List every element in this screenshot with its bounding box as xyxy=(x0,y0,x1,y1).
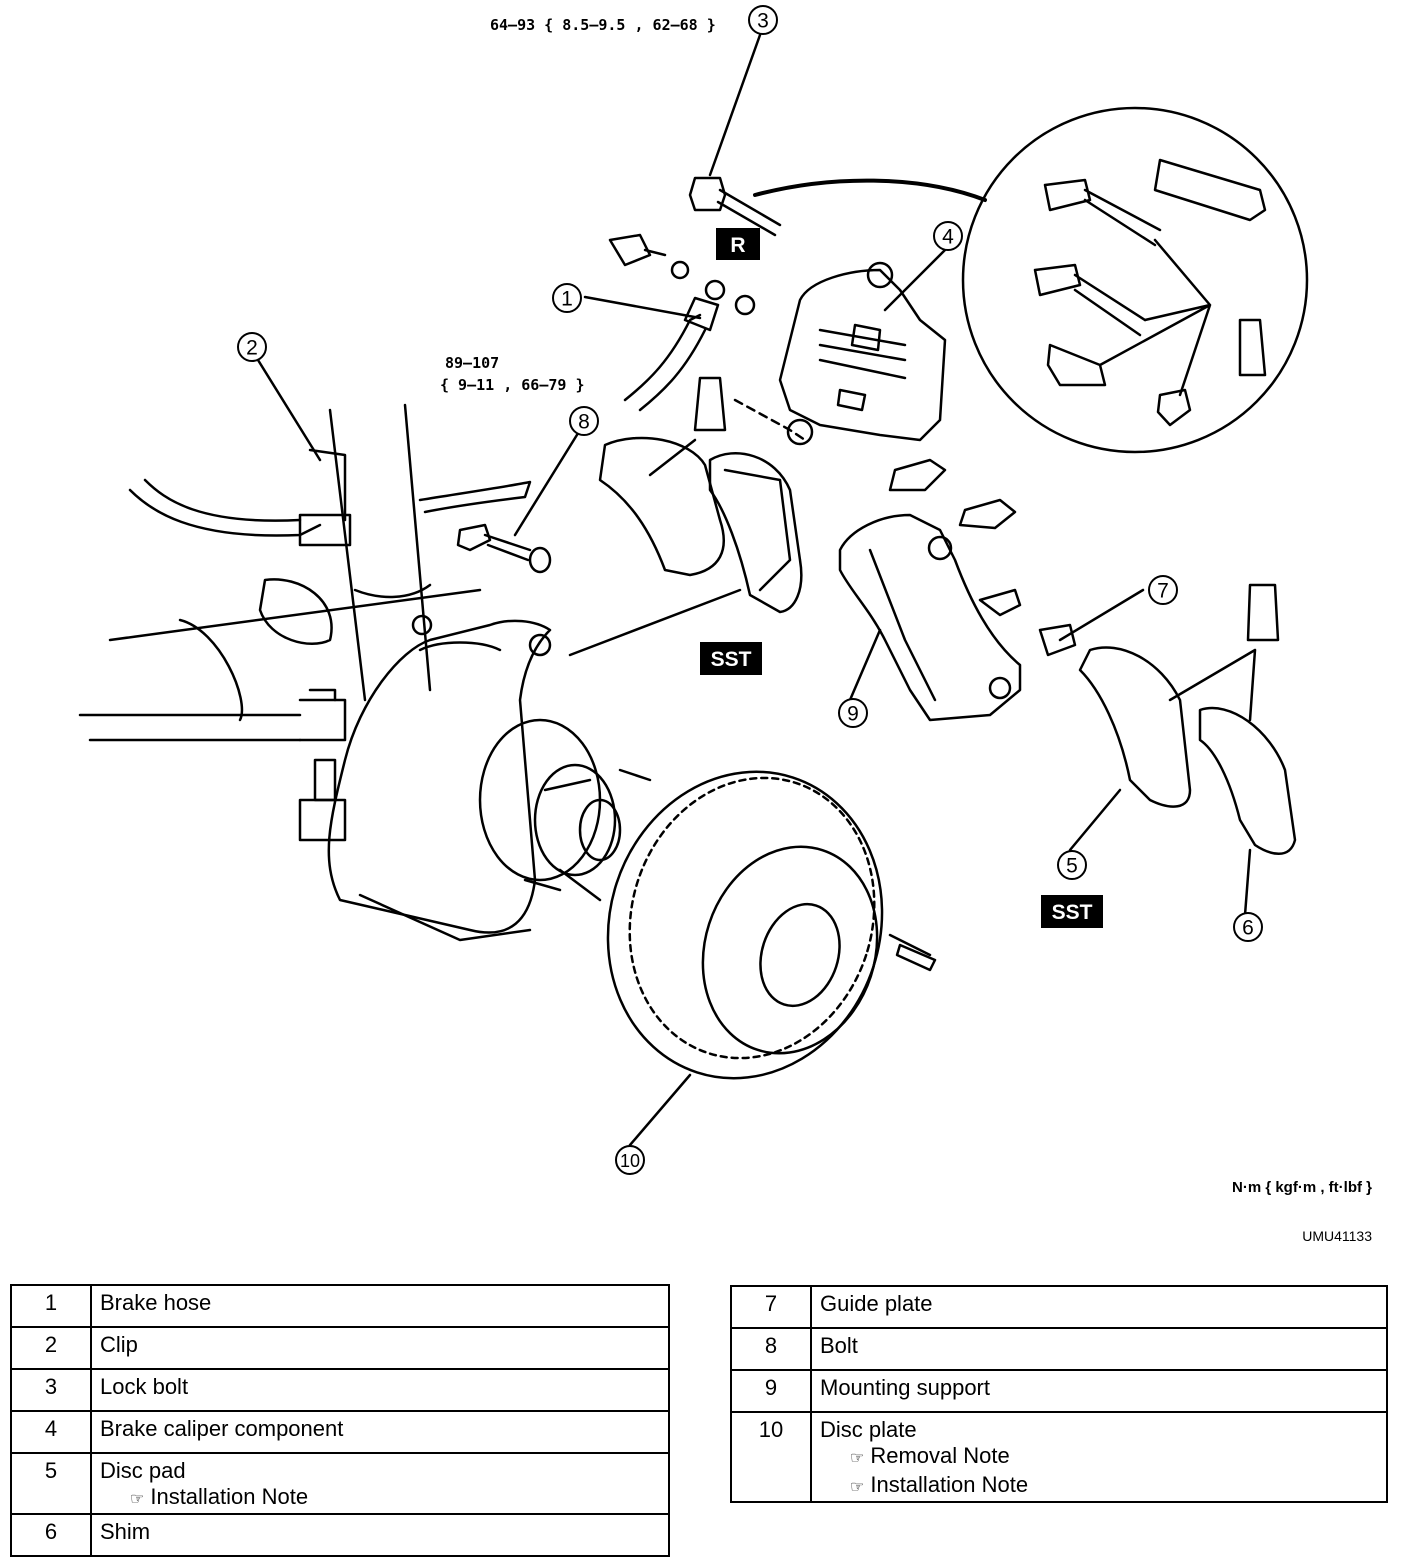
part-name: Brake hose xyxy=(90,1284,670,1328)
part-name: Guide plate xyxy=(810,1285,1388,1329)
installation-note-link[interactable]: ☞ Installation Note xyxy=(100,1484,660,1513)
note-pointer-icon: ☞ xyxy=(850,1450,865,1467)
part-number: 9 xyxy=(730,1369,812,1413)
installation-note-link[interactable]: ☞ Installation Note xyxy=(820,1472,1378,1501)
wheel-hub xyxy=(478,718,652,902)
part-number: 2 xyxy=(10,1326,92,1370)
strut-assembly xyxy=(78,403,532,842)
callout-6: 6 xyxy=(1242,917,1254,940)
part-name-with-note: Disc plate ☞ Removal Note ☞ Installation N… xyxy=(810,1411,1388,1503)
part-name: Disc plate xyxy=(820,1417,917,1442)
callout-10: 10 xyxy=(620,1151,640,1171)
disc-pad-inner xyxy=(598,436,803,614)
torque-spec-bolt-line1: 89—107 xyxy=(445,354,499,372)
disc-plate xyxy=(606,770,937,1080)
part-number: 8 xyxy=(730,1327,812,1371)
callout-1: 1 xyxy=(561,288,573,311)
brake-caliper xyxy=(778,261,947,446)
part-name: Brake caliper component xyxy=(90,1410,670,1454)
note-pointer-icon: ☞ xyxy=(850,1479,865,1496)
lock-bolt xyxy=(688,176,782,237)
parts-table-right: 7 Guide plate 8 Bolt 9 Mounting support … xyxy=(730,1285,1388,1503)
callout-5: 5 xyxy=(1066,855,1078,878)
table-row: 1 Brake hose xyxy=(10,1284,670,1328)
disc-pad-outer xyxy=(1078,646,1297,855)
brake-hose xyxy=(608,233,756,412)
part-name: Mounting support xyxy=(810,1369,1388,1413)
tag-sst-inner: SST xyxy=(711,648,752,671)
part-name: Disc pad xyxy=(100,1458,186,1483)
tag-replace: R xyxy=(730,234,745,257)
part-number: 5 xyxy=(10,1452,92,1515)
part-name: Clip xyxy=(90,1326,670,1370)
callout-8: 8 xyxy=(578,411,590,434)
table-row: 5 Disc pad ☞ Installation Note xyxy=(10,1452,670,1515)
parts-table-left: 1 Brake hose 2 Clip 3 Lock bolt 4 Brake … xyxy=(10,1284,670,1557)
table-row: 2 Clip xyxy=(10,1326,670,1370)
mounting-support xyxy=(838,513,1022,722)
part-number: 4 xyxy=(10,1410,92,1454)
removal-note-link[interactable]: ☞ Removal Note xyxy=(820,1443,1378,1472)
callout-9: 9 xyxy=(847,703,859,726)
callout-2: 2 xyxy=(246,337,258,360)
note-pointer-icon: ☞ xyxy=(130,1491,145,1508)
part-name-with-note: Disc pad ☞ Installation Note xyxy=(90,1452,670,1515)
part-number: 7 xyxy=(730,1285,812,1329)
torque-spec-bolt-line2: { 9—11 , 66—79 } xyxy=(440,376,585,394)
figure-code: UMU41133 xyxy=(1302,1228,1372,1244)
callout-3: 3 xyxy=(757,10,769,33)
table-row: 9 Mounting support xyxy=(730,1369,1388,1413)
table-row: 4 Brake caliper component xyxy=(10,1410,670,1454)
steering-knuckle xyxy=(327,614,552,942)
note-label: Installation Note xyxy=(150,1484,309,1509)
table-row: 7 Guide plate xyxy=(730,1285,1388,1329)
table-row: 3 Lock bolt xyxy=(10,1368,670,1412)
torque-spec-lock-bolt: 64—93 { 8.5—9.5 , 62—68 } xyxy=(490,16,716,34)
exploded-brake-diagram: 1 2 3 4 5 6 7 8 9 10 64—93 { 8.5—9.5 , 6… xyxy=(78,5,1372,1244)
part-number: 10 xyxy=(730,1411,812,1503)
part-name: Lock bolt xyxy=(90,1368,670,1412)
note-label: Installation Note xyxy=(870,1472,1029,1497)
table-row: 8 Bolt xyxy=(730,1327,1388,1371)
part-number: 3 xyxy=(10,1368,92,1412)
part-number: 1 xyxy=(10,1284,92,1328)
detail-circle xyxy=(753,106,1309,454)
tag-sst-outer: SST xyxy=(1052,901,1093,924)
table-row: 10 Disc plate ☞ Removal Note ☞ Installatio… xyxy=(730,1411,1388,1503)
callout-4: 4 xyxy=(942,226,954,249)
callout-markers xyxy=(237,5,1263,1175)
torque-units: N·m { kgf·m , ft·lbf } xyxy=(1232,1179,1372,1196)
note-label: Removal Note xyxy=(870,1443,1010,1468)
part-name: Bolt xyxy=(810,1327,1388,1371)
callout-7: 7 xyxy=(1157,580,1169,603)
